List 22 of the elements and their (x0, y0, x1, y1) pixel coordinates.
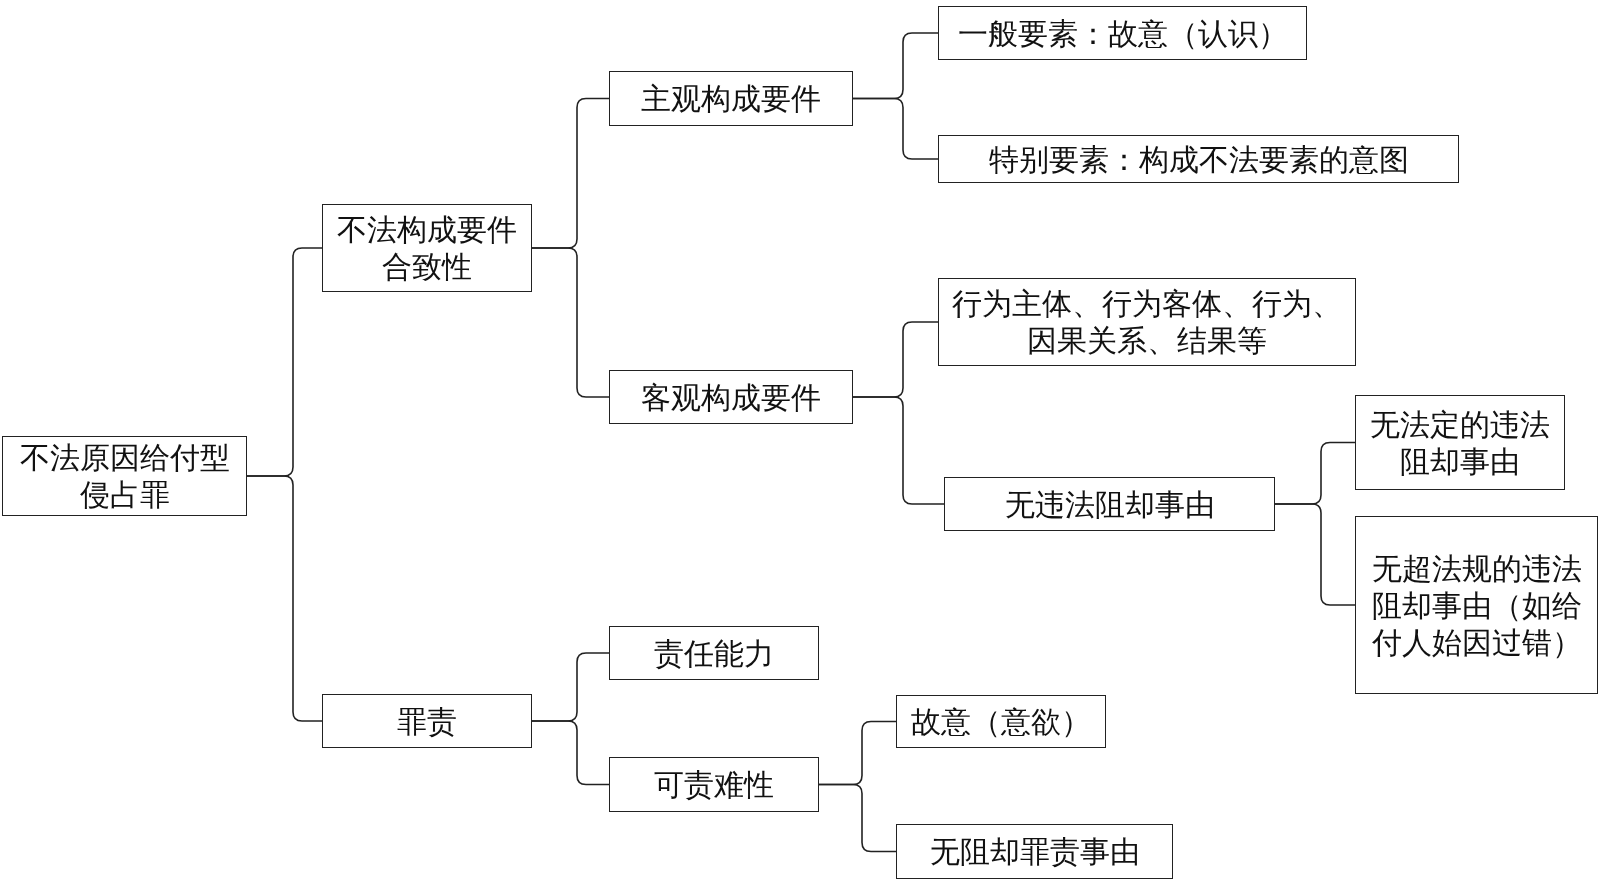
concept-box: 无违法阻却事由 (944, 477, 1275, 531)
bracket-connector (852, 396, 945, 505)
bracket-connector (531, 247, 610, 398)
bracket-connector (818, 783, 897, 853)
concept-box: 罪责 (322, 694, 532, 748)
concept-box: 故意（意欲） (896, 695, 1106, 748)
concept-box: 客观构成要件 (609, 370, 853, 424)
concept-box: 行为主体、行为客体、行为、因果关系、结果等 (938, 278, 1356, 366)
concept-box: 主观构成要件 (609, 71, 853, 126)
concept-box: 不法构成要件合致性 (322, 204, 532, 292)
concept-box: 责任能力 (609, 626, 819, 680)
bracket-connector (531, 720, 610, 786)
concept-box: 一般要素：故意（认识） (938, 6, 1307, 60)
bracket-connector (1274, 503, 1356, 606)
concept-box: 可责难性 (609, 757, 819, 812)
bracket-connector (852, 97, 939, 160)
concept-box: 无阻却罪责事由 (896, 824, 1173, 879)
bracket-connector (246, 475, 323, 722)
concept-box: 不法原因给付型侵占罪 (2, 436, 247, 516)
concept-box: 无法定的违法阻却事由 (1355, 395, 1565, 490)
concept-box: 无超法规的违法阻却事由（如给付人始因过错） (1355, 516, 1598, 694)
concept-box: 特别要素：构成不法要素的意图 (938, 135, 1459, 183)
